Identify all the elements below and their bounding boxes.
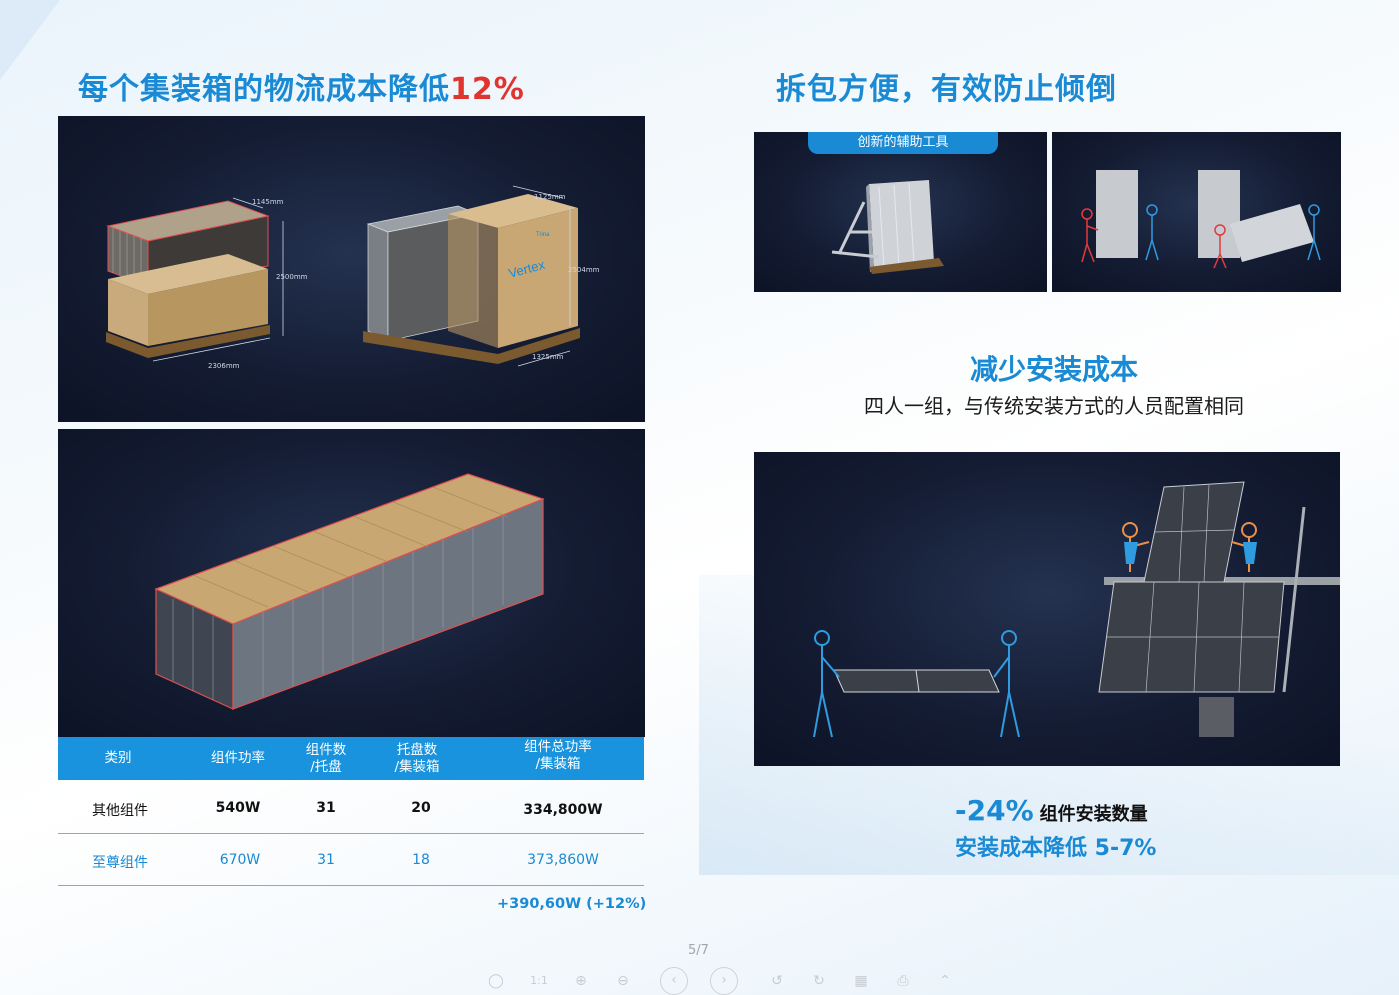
table-cell: 373,860W xyxy=(527,852,599,868)
installation-image xyxy=(754,452,1340,766)
zoom-out-icon[interactable]: ⊖ xyxy=(617,973,629,989)
installation-illustration xyxy=(813,481,1340,738)
dim-length-right: 1325mm xyxy=(532,353,564,361)
assist-tool-image: 创新的辅助工具 xyxy=(754,132,1047,292)
dim-width-left: 1145mm xyxy=(252,198,284,206)
up-icon[interactable]: ⌃ xyxy=(939,973,951,989)
th-pallets-per-container: 托盘数 /集装箱 xyxy=(394,742,440,775)
stat-label: 组件安装数量 xyxy=(1039,804,1148,825)
packaging-illustration: Vertex Trina xyxy=(106,185,580,367)
unpacking-people-image xyxy=(1052,132,1341,292)
install-cost-reduction: 安装成本降低 5-7% xyxy=(955,836,1157,861)
container-illustration xyxy=(154,473,545,710)
prev-icon[interactable]: ‹ xyxy=(660,967,688,995)
th-module-power: 组件功率 xyxy=(211,750,265,766)
table-cell: 670W xyxy=(219,852,261,868)
stat-percentage: -24% xyxy=(955,794,1034,827)
table-cell: 20 xyxy=(411,800,431,816)
delete-icon[interactable]: ▦ xyxy=(854,973,868,989)
rotate-right-icon[interactable]: ↻ xyxy=(813,973,825,989)
mouse-icon[interactable]: ◯ xyxy=(488,973,504,989)
rotate-left-icon[interactable]: ↺ xyxy=(771,973,783,989)
th-category: 类别 xyxy=(104,750,132,766)
container-loading-image xyxy=(58,429,645,737)
left-title-text: 每个集装箱的物流成本降低 xyxy=(78,72,450,107)
table-cell: 31 xyxy=(316,800,336,816)
table-header: 类别 组件功率 组件数 /托盘 托盘数 /集装箱 组件总功率 /集装箱 xyxy=(58,737,644,780)
unpacking-illustration xyxy=(1081,170,1321,269)
table-cell: 18 xyxy=(412,852,430,868)
install-title: 减少安装成本 xyxy=(969,353,1138,386)
table-cell: 334,800W xyxy=(523,802,603,818)
packaging-comparison-image: Vertex Trina 1145mm 2500mm 2306mm 1125mm… xyxy=(58,116,645,422)
table-row: 至尊组件 670W 31 18 373,860W xyxy=(58,834,644,886)
zoom-in-icon[interactable]: ⊕ xyxy=(575,973,587,989)
dim-height-right: 2504mm xyxy=(568,266,600,274)
install-description: 四人一组，与传统安装方式的人员配置相同 xyxy=(864,394,1244,418)
print-icon[interactable]: ⎙ xyxy=(897,973,909,989)
bg-corner-shape xyxy=(0,0,60,80)
table-cell: 至尊组件 xyxy=(92,855,148,871)
page-number: 5/7 xyxy=(688,943,709,958)
dim-length-left: 2306mm xyxy=(208,362,240,370)
table-cell: 540W xyxy=(215,800,261,816)
brand-small-logo: Trina xyxy=(536,232,550,238)
th-total-power: 组件总功率 /集装箱 xyxy=(524,739,592,772)
next-icon[interactable]: › xyxy=(710,967,738,995)
table-row: 其他组件 540W 31 20 334,800W xyxy=(58,782,644,834)
tool-banner: 创新的辅助工具 xyxy=(808,132,998,154)
viewer-toolbar: ◯ 1:1 ⊕ ⊖ ‹ › ↺ ↻ ▦ ⎙ ⌃ xyxy=(480,967,960,995)
right-title: 拆包方便，有效防止倾倒 xyxy=(776,72,1117,107)
install-stat: -24%组件安装数量 xyxy=(955,794,1148,827)
table-total: +390,60W (+12%) xyxy=(497,896,647,912)
th-modules-per-pallet: 组件数 /托盘 xyxy=(305,742,347,775)
tool-illustration xyxy=(831,180,944,274)
left-title-highlight: 12% xyxy=(450,72,525,107)
dim-height-left: 2500mm xyxy=(276,273,308,281)
table-cell: 其他组件 xyxy=(92,803,148,819)
table-cell: 31 xyxy=(317,852,335,868)
left-title: 每个集装箱的物流成本降低12% xyxy=(78,64,525,108)
dim-width-right: 1125mm xyxy=(534,193,566,201)
one-to-one-icon[interactable]: 1:1 xyxy=(530,974,548,987)
